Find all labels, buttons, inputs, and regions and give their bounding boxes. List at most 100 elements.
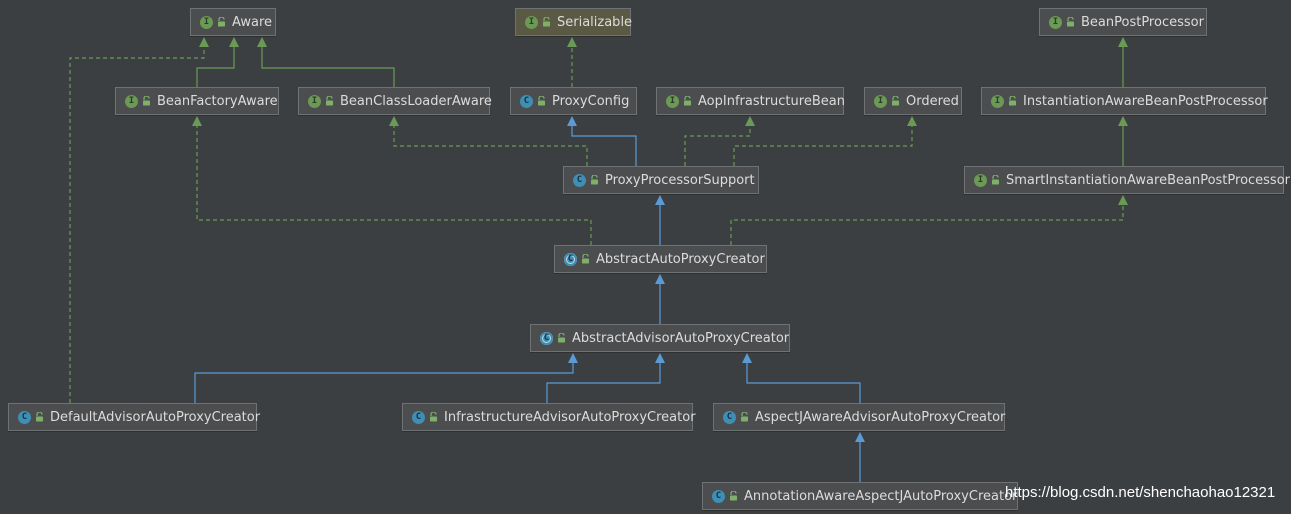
class-icon: C (712, 489, 725, 503)
edge-proxyconfig-to-serializable (567, 37, 577, 87)
class-icon: C (723, 410, 736, 424)
arrowhead (1118, 116, 1128, 126)
arrowhead (199, 37, 209, 47)
node-label: ProxyProcessorSupport (605, 172, 755, 188)
node-ordered[interactable]: I Ordered (864, 87, 962, 115)
public-access-lock-icon (558, 333, 565, 343)
arrowhead (192, 116, 202, 126)
node-label: Serializable (557, 14, 633, 30)
edge-annotationawareaspectjautoproxycreator-to-aspectjawareadvisorautoproxycreator (855, 432, 865, 482)
arrowhead (568, 353, 578, 363)
edge-infrastructureadvisorautoproxycreator-to-abstractadvisorautoproxycreator (546, 353, 665, 403)
public-access-lock-icon (741, 412, 748, 422)
node-label: AbstractAutoProxyCreator (596, 251, 765, 267)
arrowhead (257, 37, 267, 47)
edge-defaultadvisorautoproxycreator-to-abstractadvisorautoproxycreator (194, 353, 578, 403)
node-beanclassloaderaware[interactable]: I BeanClassLoaderAware (298, 87, 492, 115)
arrowhead (655, 274, 665, 284)
public-access-lock-icon (218, 17, 225, 27)
arrowhead (907, 116, 917, 126)
arrowhead (567, 116, 577, 126)
node-proxyconfig[interactable]: C ProxyConfig (510, 87, 637, 115)
public-access-lock-icon (430, 412, 437, 422)
node-label: AopInfrastructureBean (698, 93, 845, 109)
edge-proxyprocessorsupport-to-proxyconfig (567, 116, 637, 166)
public-access-lock-icon (684, 96, 691, 106)
class-icon: C (520, 94, 533, 108)
public-access-lock-icon (992, 175, 999, 185)
class-icon: C (412, 410, 425, 424)
edge-smartinstantiationaware-to-instantiationaware (1118, 116, 1128, 166)
node-label: InstantiationAwareBeanPostProcessor (1023, 93, 1268, 109)
edge-beanfactoryaware-to-aware (196, 37, 239, 87)
node-label: DefaultAdvisorAutoProxyCreator (50, 409, 261, 425)
public-access-lock-icon (543, 17, 550, 27)
node-label: BeanPostProcessor (1081, 14, 1204, 30)
edge-proxyprocessorsupport-to-ordered (733, 116, 917, 166)
public-access-lock-icon (1009, 96, 1016, 106)
abstract-class-icon: C (540, 331, 553, 345)
edge-defaultadvisorautoproxycreator-to-aware (69, 37, 209, 403)
interface-icon: I (874, 94, 887, 108)
public-access-lock-icon (143, 96, 150, 106)
arrowhead (655, 353, 665, 363)
arrowhead (1118, 195, 1128, 205)
edge-beanclassloaderaware-to-aware (257, 37, 395, 87)
arrowhead (655, 195, 665, 205)
node-beanfactoryaware[interactable]: I BeanFactoryAware (115, 87, 279, 115)
public-access-lock-icon (591, 175, 598, 185)
interface-icon: I (974, 173, 987, 187)
watermark-url: https://blog.csdn.net/shenchaohao12321 (1005, 484, 1276, 501)
node-label: BeanClassLoaderAware (340, 93, 492, 109)
edge-proxyprocessorsupport-to-beanclassloaderaware (389, 116, 588, 166)
node-label: AspectJAwareAdvisorAutoProxyCreator (755, 409, 1006, 425)
node-proxyprocessorsupport[interactable]: C ProxyProcessorSupport (563, 166, 759, 194)
edge-abstractautoproxycreator-to-beanfactoryaware (192, 116, 592, 245)
node-label: Aware (232, 14, 273, 30)
class-icon: C (573, 173, 586, 187)
arrowhead (567, 37, 577, 47)
node-label: Ordered (906, 93, 959, 109)
edge-aspectjawareadvisorautoproxycreator-to-abstractadvisorautoproxycreator (742, 353, 861, 403)
node-serializable[interactable]: I Serializable (515, 8, 632, 36)
arrowhead (1118, 37, 1128, 47)
interface-icon: I (991, 94, 1004, 108)
class-icon: C (18, 410, 31, 424)
edge-abstractadvisorautoproxycreator-to-abstractautoproxycreator (655, 274, 665, 324)
node-instantiationaware[interactable]: I InstantiationAwareBeanPostProcessor (981, 87, 1268, 115)
node-annotationawareaspectjautoproxycreator[interactable]: C AnnotationAwareAspectJAutoProxyCreator (702, 482, 1018, 510)
interface-icon: I (125, 94, 138, 108)
interface-icon: I (525, 15, 538, 29)
edge-proxyprocessorsupport-to-aopinfrastructurebean (684, 116, 755, 166)
public-access-lock-icon (582, 254, 589, 264)
node-defaultadvisorautoproxycreator[interactable]: C DefaultAdvisorAutoProxyCreator (8, 403, 260, 431)
public-access-lock-icon (730, 491, 737, 501)
node-label: ProxyConfig (552, 93, 630, 109)
arrowhead (745, 116, 755, 126)
arrowhead (389, 116, 399, 126)
public-access-lock-icon (326, 96, 333, 106)
node-label: BeanFactoryAware (157, 93, 278, 109)
arrowhead (229, 37, 239, 47)
public-access-lock-icon (892, 96, 899, 106)
node-smartinstantiationaware[interactable]: I SmartInstantiationAwareBeanPostProcesso… (964, 166, 1290, 194)
public-access-lock-icon (36, 412, 43, 422)
edge-abstractautoproxycreator-to-proxyprocessorsupport (655, 195, 665, 245)
node-label: SmartInstantiationAwareBeanPostProcessor (1006, 172, 1291, 188)
arrowhead (855, 432, 865, 442)
node-beanpostprocessor[interactable]: I BeanPostProcessor (1039, 8, 1207, 36)
interface-icon: I (308, 94, 321, 108)
arrowhead (742, 353, 752, 363)
public-access-lock-icon (1067, 17, 1074, 27)
abstract-class-icon: C (564, 252, 577, 266)
interface-icon: I (1049, 15, 1062, 29)
node-aspectjawareadvisorautoproxycreator[interactable]: C AspectJAwareAdvisorAutoProxyCreator (713, 403, 1005, 431)
node-label: AnnotationAwareAspectJAutoProxyCreator (744, 488, 1018, 504)
node-abstractautoproxycreator[interactable]: C AbstractAutoProxyCreator (554, 245, 767, 273)
